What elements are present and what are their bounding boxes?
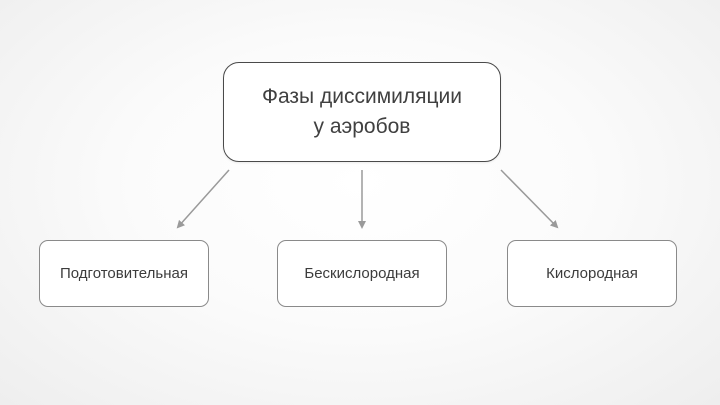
child-node-label: Подготовительная <box>60 265 188 282</box>
child-node-aerobic: Кислородная <box>507 240 677 307</box>
arrow-to-child-1 <box>176 169 230 229</box>
child-node-preparatory: Подготовительная <box>39 240 209 307</box>
root-node-label: Фазы диссимиляции у аэробов <box>262 85 462 138</box>
child-node-anaerobic: Бескислородная <box>277 240 447 307</box>
child-node-label: Бескислородная <box>304 265 420 282</box>
child-node-label: Кислородная <box>546 265 638 282</box>
root-node: Фазы диссимиляции у аэробов <box>223 62 501 162</box>
arrow-to-child-3 <box>500 169 559 229</box>
